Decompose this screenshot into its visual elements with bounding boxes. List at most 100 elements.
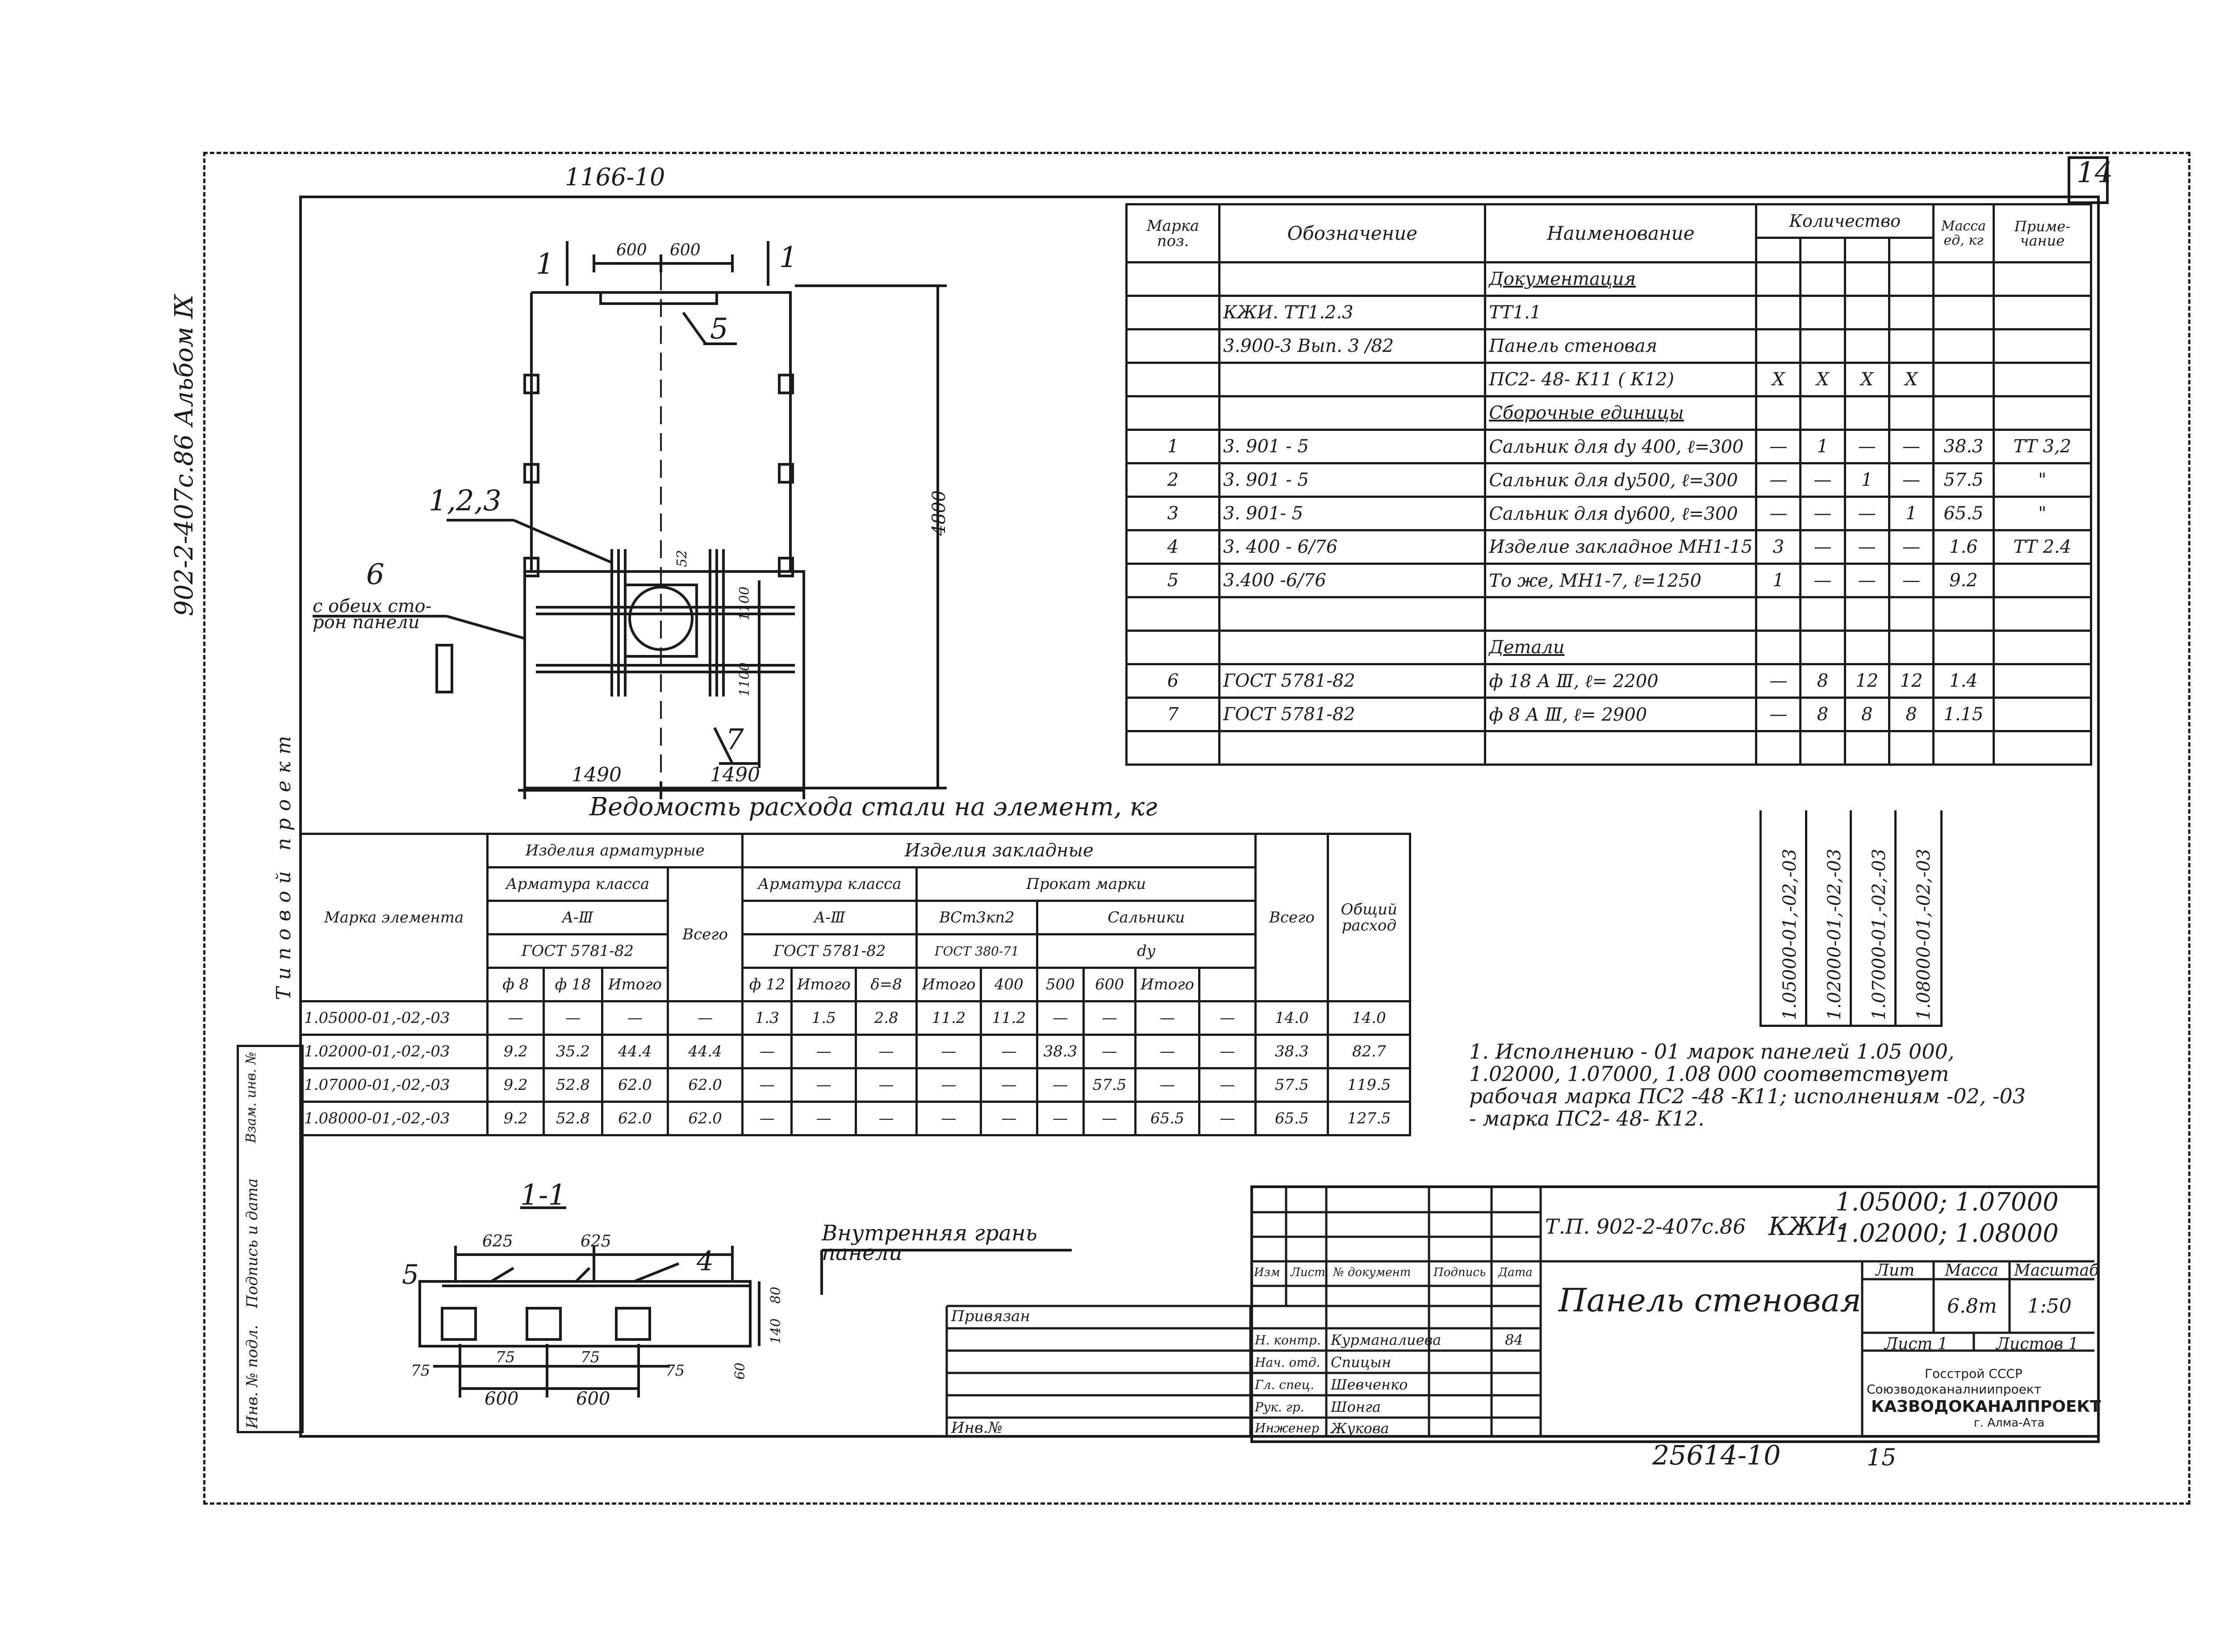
spec-cell-mark: 6 <box>1125 663 1221 699</box>
steel-h-emb-class: Арматура класса <box>741 866 918 902</box>
spec-cell-q3: — <box>1888 563 1935 598</box>
variant-columns: 1.05000-01,-02,-03 1.02000-01,-02,-03 1.… <box>1759 810 1943 1027</box>
spec-cell-q1: 1 <box>1799 429 1846 464</box>
spec-cell-mass <box>1932 630 1995 665</box>
tb-scale-val: 1:50 <box>2027 1295 2072 1318</box>
steel-value: — <box>1036 1000 1085 1036</box>
spec-cell-q3: — <box>1888 429 1935 464</box>
spec-cell-mark: 1 <box>1125 429 1221 464</box>
steel-value: — <box>855 1101 918 1136</box>
spec-cell-note: ТТ 3,2 <box>1992 429 2093 464</box>
tb-role2: Нач. отд. <box>1255 1355 1320 1370</box>
sec-d600a: 600 <box>485 1389 519 1409</box>
steel-value: 9.2 <box>486 1067 545 1103</box>
steel-value: 14.0 <box>1327 1000 1411 1036</box>
steel-value: 62.0 <box>601 1101 669 1136</box>
footer-code: 25614-10 <box>1652 1440 1781 1471</box>
spec-cell-designation: ГОСТ 5781-82 <box>1218 663 1487 699</box>
spec-cell-name: ф 18 А Ⅲ, ℓ= 2200 <box>1484 663 1758 699</box>
spec-cell-mass: 9.2 <box>1932 563 1995 598</box>
steel-value: — <box>790 1034 857 1069</box>
spec-cell-q0: 3 <box>1755 529 1802 565</box>
tb-title: Панель стеновая <box>1559 1281 1862 1319</box>
section-mark-1b: 1 <box>779 241 798 274</box>
steel-h-gost: ГОСТ 5781-82 <box>486 933 669 969</box>
steel-value: — <box>1036 1101 1085 1136</box>
steel-row-mark: 1.02000-01,-02,-03 <box>299 1034 489 1069</box>
steel-value: 62.0 <box>666 1101 744 1136</box>
steel-value: — <box>1036 1067 1085 1103</box>
steel-h-arm: Изделия арматурные <box>486 833 744 868</box>
spec-cell-designation: 3. 901 - 5 <box>1218 429 1487 464</box>
specification-table: Марка поз. Обозначение Наименование Коли… <box>1125 203 2093 766</box>
spec-cell-note: " <box>1992 496 2093 531</box>
tb-date1: 84 <box>1505 1331 1523 1348</box>
spec-cell-name: Детали <box>1484 630 1758 665</box>
tb-h-sign: Подпись <box>1433 1266 1486 1279</box>
tb-inv: Инв.№ <box>951 1419 1003 1437</box>
spec-cell-q0 <box>1755 328 1802 364</box>
steel-value: — <box>741 1067 793 1103</box>
spec-cell-name: Панель стеновая <box>1484 328 1758 364</box>
spec-cell-name: ТТ1.1 <box>1484 295 1758 330</box>
steel-value: — <box>486 1000 545 1036</box>
spec-cell-q3: 1 <box>1888 496 1935 531</box>
steel-h-emb: Изделия закладные <box>741 833 1257 868</box>
steel-value: 65.5 <box>1254 1101 1329 1136</box>
tb-name2: Спицын <box>1331 1354 1391 1371</box>
spec-cell-note <box>1992 328 2093 364</box>
steel-value: — <box>979 1101 1038 1136</box>
spec-cell-mass <box>1932 362 1995 397</box>
spec-cell-q0 <box>1755 261 1802 297</box>
spec-cell-mass <box>1932 328 1995 364</box>
spec-cell-designation: КЖИ. ТТ1.2.3 <box>1218 295 1487 330</box>
variant-sep <box>1850 810 1852 1025</box>
spec-cell-mass: 1.15 <box>1932 697 1995 732</box>
steel-value: — <box>790 1101 857 1136</box>
steel-subheader: δ=8 <box>855 967 918 1002</box>
steel-row-mark: 1.05000-01,-02,-03 <box>299 1000 489 1036</box>
steel-subheader: Итого <box>1134 967 1201 1002</box>
spec-cell-q3 <box>1888 395 1935 431</box>
spec-cell-q1 <box>1799 295 1846 330</box>
steel-h-dy: dу <box>1036 933 1257 969</box>
spec-cell-q1 <box>1799 328 1846 364</box>
spec-cell-q0: X <box>1755 362 1802 397</box>
spec-cell-designation <box>1218 630 1487 665</box>
spec-cell-name: ф 8 А Ⅲ, ℓ= 2900 <box>1484 697 1758 732</box>
sec-d75a: 75 <box>411 1362 430 1380</box>
spec-cell-q2 <box>1843 261 1890 297</box>
spec-q-cell <box>1888 237 1935 263</box>
spec-cell-q2: 12 <box>1843 663 1890 699</box>
spec-cell-note: " <box>1992 462 2093 498</box>
steel-value: 35.2 <box>542 1034 603 1069</box>
spec-cell-mark <box>1125 730 1221 766</box>
steel-value: 44.4 <box>666 1034 744 1069</box>
dim-600b: 600 <box>670 241 701 259</box>
tb-name1: Курманалиева <box>1331 1331 1442 1348</box>
spec-cell-q0: — <box>1755 429 1802 464</box>
steel-value: — <box>1082 1034 1137 1069</box>
spec-row: Детали <box>1125 630 2093 665</box>
position-5: 5 <box>710 313 728 346</box>
spec-cell-mass <box>1932 730 1995 766</box>
steel-value: 65.5 <box>1134 1101 1201 1136</box>
section-mark-1a: 1 <box>536 248 554 281</box>
tb-sheet: Лист 1 <box>1885 1335 1948 1353</box>
spec-cell-q1 <box>1799 630 1846 665</box>
spec-cell-note <box>1992 697 2093 732</box>
steel-value: 1.5 <box>790 1000 857 1036</box>
tb-role3: Гл. спец. <box>1255 1377 1314 1392</box>
spec-cell-q0: — <box>1755 496 1802 531</box>
spec-cell-q0 <box>1755 295 1802 330</box>
tb-role5: Инженер <box>1255 1421 1320 1435</box>
spec-cell-designation <box>1218 261 1487 297</box>
spec-cell-q0: — <box>1755 462 1802 498</box>
spec-cell-designation <box>1218 395 1487 431</box>
steel-value: 44.4 <box>601 1034 669 1069</box>
